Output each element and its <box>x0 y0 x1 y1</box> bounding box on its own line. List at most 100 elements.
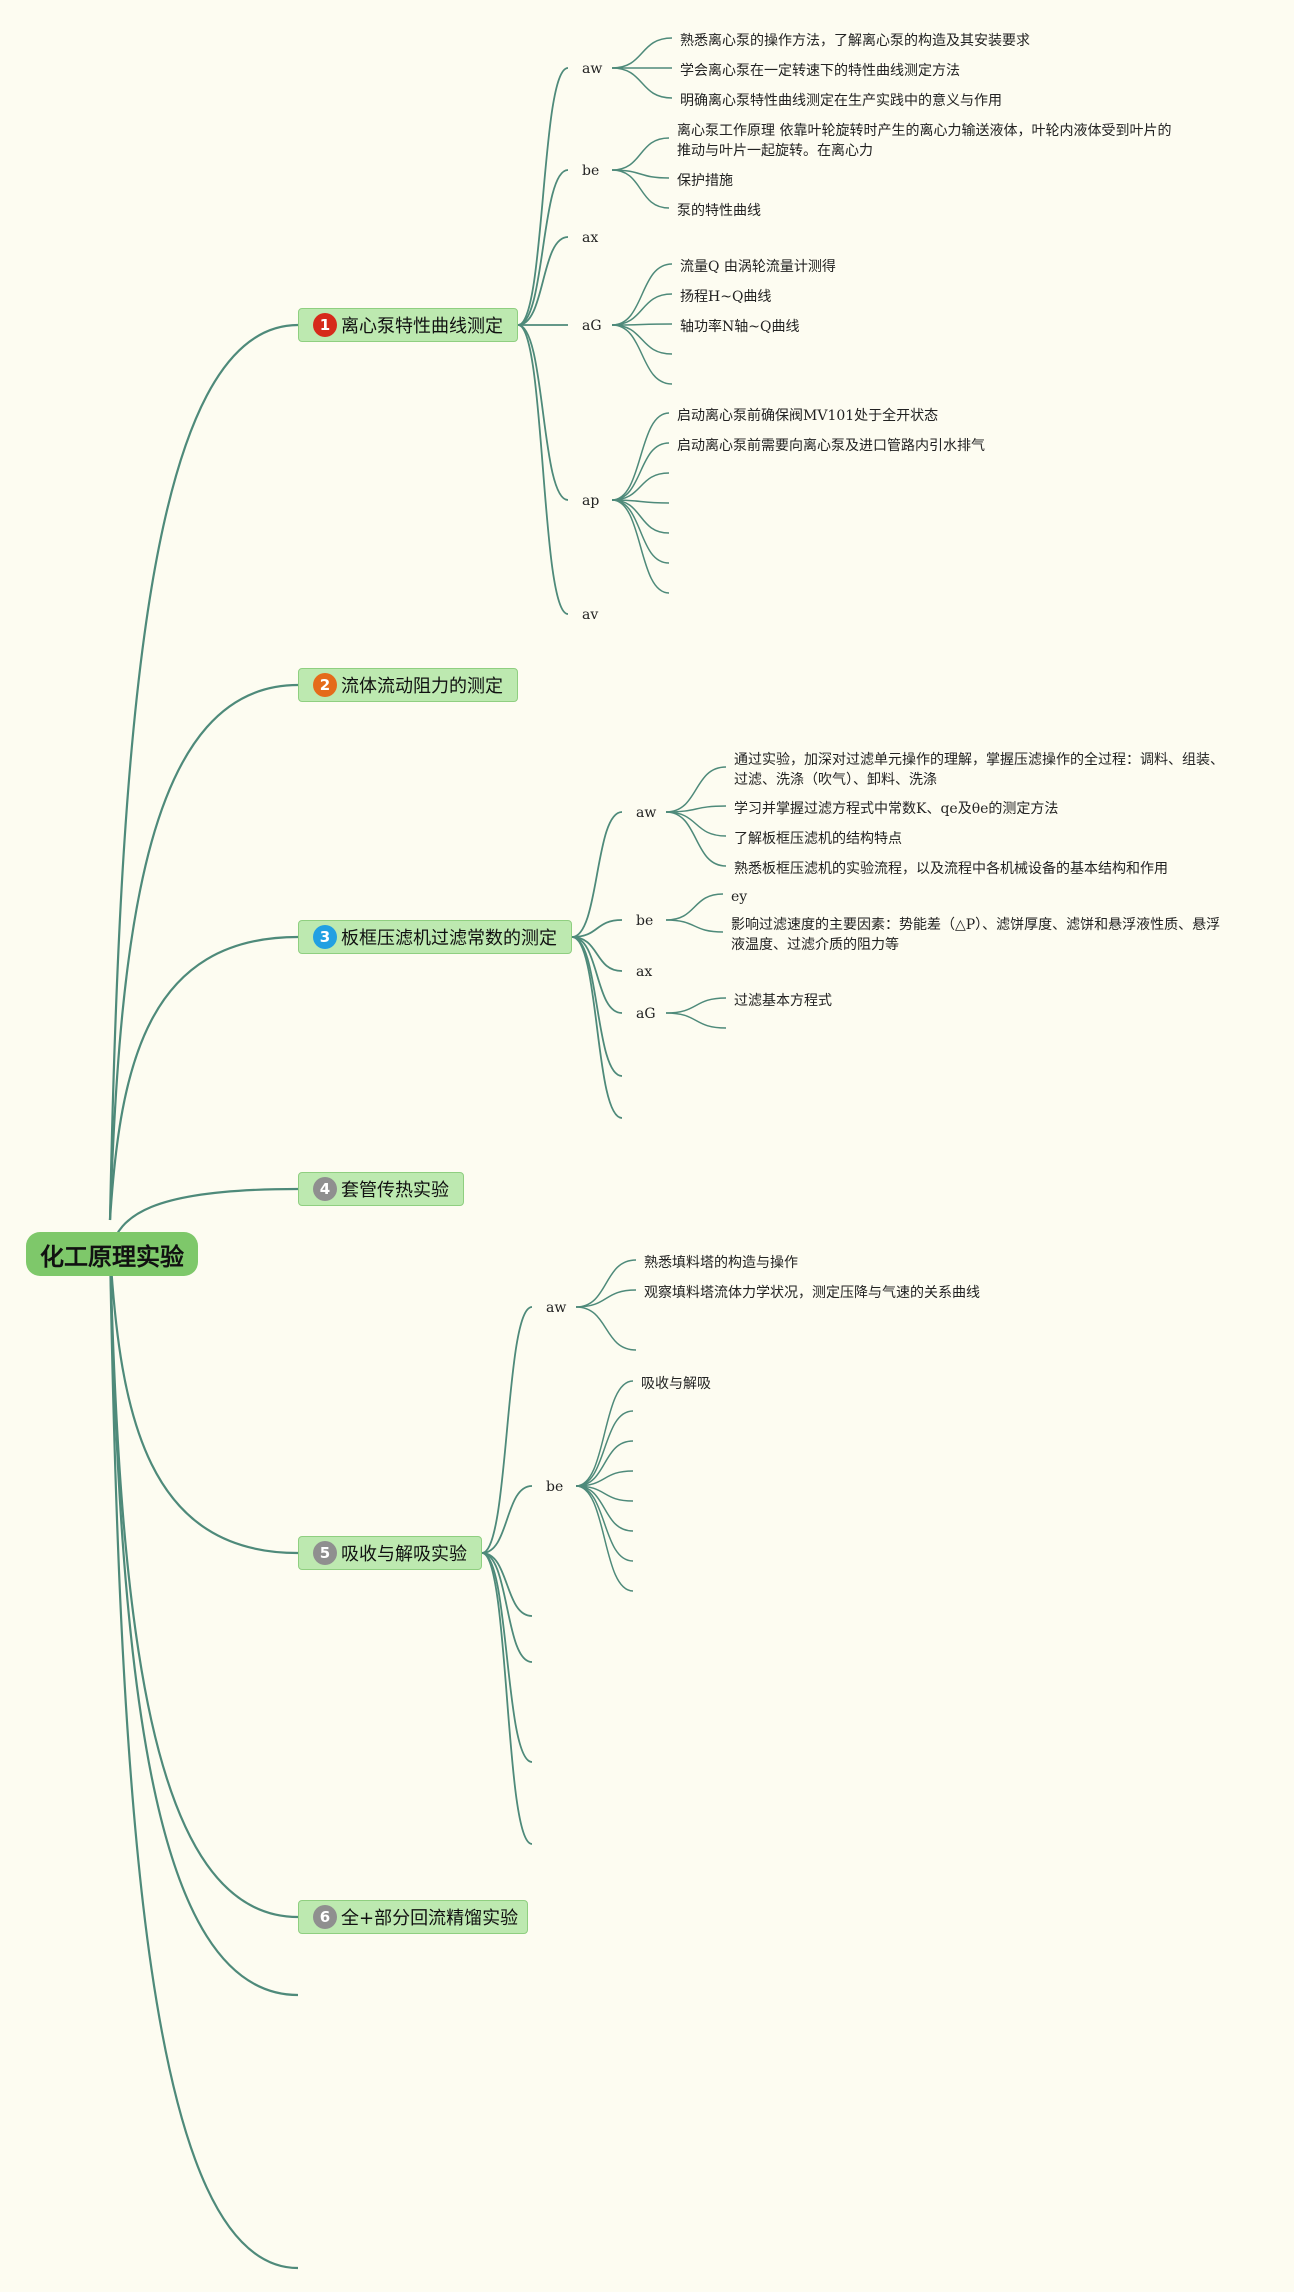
topic-centrifugal-pump[interactable]: 1 离心泵特性曲线测定 <box>298 308 518 342</box>
leaf-branch-line <box>575 1380 634 1487</box>
subtopic-branch-line <box>517 67 569 326</box>
topic-heat-transfer[interactable]: 4 套管传热实验 <box>298 1172 464 1206</box>
leaf-branch-line <box>611 324 673 355</box>
leaf-branch-line <box>575 1306 637 1351</box>
leaf-branch-line <box>575 1259 637 1308</box>
subtopic-branch-line <box>481 1485 533 1554</box>
leaf-branch-line <box>611 472 670 501</box>
leaf-branch-line <box>665 766 727 813</box>
leaf-branch-line <box>665 1012 727 1029</box>
subtopic-branch-line <box>517 324 569 615</box>
topic-title: 板框压滤机过滤常数的测定 <box>341 928 557 949</box>
root-topic[interactable]: 化工原理实验 <box>26 1232 198 1276</box>
leaf-branch-line <box>611 412 670 501</box>
subtopic-branch-line <box>481 1552 533 1663</box>
topic-title: 离心泵特性曲线测定 <box>341 316 503 337</box>
number-badge-icon: 3 <box>313 925 337 949</box>
leaf-branch-line <box>611 293 673 326</box>
topic-title: 套管传热实验 <box>341 1180 449 1201</box>
leaf-branch-line <box>665 893 724 921</box>
subtopic-branch-line <box>481 1552 533 1763</box>
subtopic-label[interactable]: aw <box>636 805 657 821</box>
leaf-branch-line <box>665 811 727 837</box>
leaf-item[interactable]: 轴功率N轴~Q曲线 <box>680 319 800 335</box>
root-branch-line <box>108 1249 299 1919</box>
subtopic-branch-line <box>571 936 623 972</box>
topic-plate-frame-filter[interactable]: 3 板框压滤机过滤常数的测定 <box>298 920 572 954</box>
leaf-item[interactable]: ey <box>731 889 748 905</box>
subtopic-label[interactable]: aG <box>582 318 602 334</box>
leaf-branch-line <box>665 919 724 933</box>
leaf-item[interactable]: 离心泵工作原理 依靠叶轮旋转时产生的离心力输送液体，叶轮内液体受到叶片的推动与叶… <box>677 123 1172 159</box>
subtopic-branch-line <box>517 324 569 501</box>
leaf-item[interactable]: 扬程H~Q曲线 <box>680 289 772 305</box>
leaf-branch-line <box>611 324 673 385</box>
leaf-item[interactable]: 了解板框压滤机的结构特点 <box>734 831 902 847</box>
subtopic-branch-line <box>481 1552 533 1845</box>
leaf-item[interactable]: 学习并掌握过滤方程式中常数K、qe及θe的测定方法 <box>734 801 1059 817</box>
leaf-branch-line <box>665 805 727 813</box>
number-badge-icon: 2 <box>313 673 337 697</box>
topic-absorption[interactable]: 5 吸收与解吸实验 <box>298 1536 482 1570</box>
subtopic-branch-line <box>481 1552 533 1617</box>
topic-title: 吸收与解吸实验 <box>341 1544 467 1565</box>
leaf-item[interactable]: 保护措施 <box>677 173 733 189</box>
root-branch-line <box>108 1249 299 1997</box>
subtopic-label[interactable]: be <box>636 913 654 929</box>
leaf-branch-line <box>575 1470 634 1487</box>
leaf-branch-line <box>575 1289 637 1308</box>
subtopic-label[interactable]: aG <box>636 1006 656 1022</box>
leaf-branch-line <box>611 169 670 209</box>
number-badge-icon: 4 <box>313 1177 337 1201</box>
leaf-item[interactable]: 泵的特性曲线 <box>677 203 761 219</box>
subtopic-label[interactable]: be <box>582 163 600 179</box>
subtopic-label[interactable]: ax <box>582 230 599 246</box>
leaf-branch-line <box>611 442 670 501</box>
topic-flow-resistance[interactable]: 2 流体流动阻力的测定 <box>298 668 518 702</box>
leaf-item[interactable]: 观察填料塔流体力学状况，测定压降与气速的关系曲线 <box>644 1285 980 1301</box>
leaf-branch-line <box>611 263 673 326</box>
leaf-branch-line <box>575 1485 634 1592</box>
subtopic-branch-line <box>517 169 569 326</box>
subtopic-label[interactable]: be <box>546 1479 564 1495</box>
leaf-item[interactable]: 流量Q 由涡轮流量计测得 <box>680 259 836 275</box>
leaf-item[interactable]: 熟悉板框压滤机的实验流程，以及流程中各机械设备的基本结构和作用 <box>734 861 1168 877</box>
number-badge-icon: 1 <box>313 313 337 337</box>
leaf-item[interactable]: 启动离心泵前确保阀MV101处于全开状态 <box>677 408 939 424</box>
leaf-branch-line <box>611 499 670 594</box>
root-branch-line <box>108 1249 299 2270</box>
subtopic-branch-line <box>571 919 623 938</box>
root-branch-line <box>108 323 299 1221</box>
subtopic-branch-line <box>571 936 623 1014</box>
subtopic-branch-line <box>481 1306 533 1554</box>
leaf-item[interactable]: 熟悉离心泵的操作方法，了解离心泵的构造及其安装要求 <box>680 33 1030 49</box>
leaf-item[interactable]: 学会离心泵在一定转速下的特性曲线测定方法 <box>680 63 960 79</box>
leaf-item[interactable]: 过滤基本方程式 <box>734 993 832 1009</box>
subtopic-label[interactable]: aw <box>546 1300 567 1316</box>
leaf-branch-line <box>575 1485 634 1562</box>
leaf-item[interactable]: 明确离心泵特性曲线测定在生产实践中的意义与作用 <box>680 93 1002 109</box>
root-branch-line <box>108 935 299 1221</box>
leaf-branch-line <box>575 1410 634 1487</box>
subtopic-label[interactable]: av <box>582 607 599 623</box>
leaf-item[interactable]: 影响过滤速度的主要因素：势能差（△P）、滤饼厚度、滤饼和悬浮液性质、悬浮液温度、… <box>731 917 1221 953</box>
topic-distillation[interactable]: 6 全+部分回流精馏实验 <box>298 1900 528 1934</box>
leaf-item[interactable]: 熟悉填料塔的构造与操作 <box>644 1255 798 1271</box>
leaf-item[interactable]: 启动离心泵前需要向离心泵及进口管路内引水排气 <box>677 438 985 454</box>
leaf-branch-line <box>665 811 727 867</box>
subtopic-label[interactable]: aw <box>582 61 603 77</box>
leaf-item[interactable]: 通过实验，加深对过滤单元操作的理解，掌握压滤操作的全过程：调料、组装、过滤、洗涤… <box>734 752 1224 788</box>
topic-title: 流体流动阻力的测定 <box>341 676 503 697</box>
subtopic-branch-line <box>571 936 623 1119</box>
leaf-branch-line <box>611 37 673 69</box>
root-branch-line <box>108 683 299 1221</box>
subtopic-branch-line <box>517 236 569 326</box>
topic-title: 全+部分回流精馏实验 <box>341 1908 519 1929</box>
subtopic-label[interactable]: ax <box>636 964 653 980</box>
number-badge-icon: 5 <box>313 1541 337 1565</box>
leaf-branch-line <box>611 67 673 99</box>
subtopic-label[interactable]: ap <box>582 493 600 509</box>
subtopic-branch-line <box>571 811 623 938</box>
leaf-item[interactable]: 吸收与解吸 <box>641 1376 711 1392</box>
